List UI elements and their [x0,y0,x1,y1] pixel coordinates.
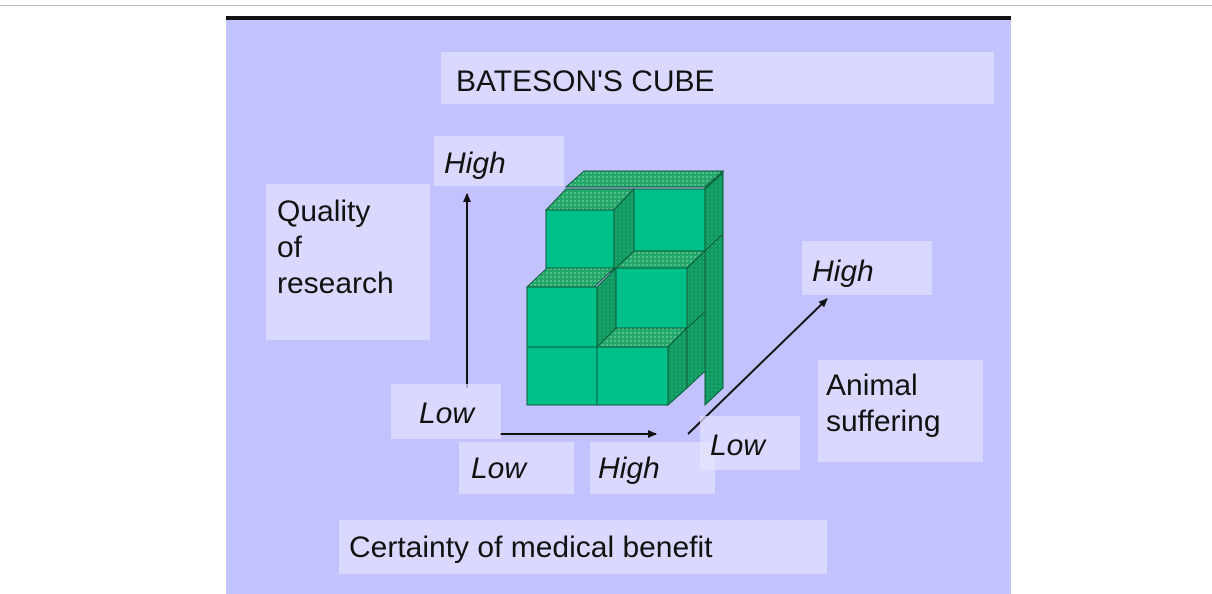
depth-axis-title-line: suffering [826,405,941,438]
vertical-axis-title-line: research [277,267,394,300]
cube-block-side [704,171,724,253]
horizontal-axis-low-label: Low [459,442,574,494]
slide-top-border [226,16,1011,20]
cube-block [596,346,669,406]
cube-block [526,346,598,406]
cube-block [526,286,598,348]
slide: BATESON'S CUBE [226,16,1011,594]
depth-axis-high-label: High [802,241,932,295]
depth-axis-arrow [687,298,828,435]
cube-block-top [564,170,725,188]
vertical-axis-title-line: Quality [277,195,371,228]
vertical-axis-low-label: Low [391,384,501,439]
horizontal-axis-high-label: High [590,442,715,494]
cube-block [615,267,688,329]
vertical-axis-title-line: of [277,231,303,264]
slide-title: BATESON'S CUBE [441,52,994,104]
cube-block [633,188,706,252]
cube-block-side [686,310,706,390]
page-top-rule [0,5,1212,6]
depth-axis-title-line: Animal [826,369,918,402]
depth-axis-low-label: Low [700,416,800,470]
depth-axis-title: Animal suffering [818,360,983,462]
horizontal-axis-title: Certainty of medical benefit [339,520,827,574]
vertical-axis-title: Quality of research [266,184,430,340]
bateson-cube-diagram [463,169,828,438]
cube-block [545,209,615,273]
vertical-axis-high-label: High [434,136,564,186]
